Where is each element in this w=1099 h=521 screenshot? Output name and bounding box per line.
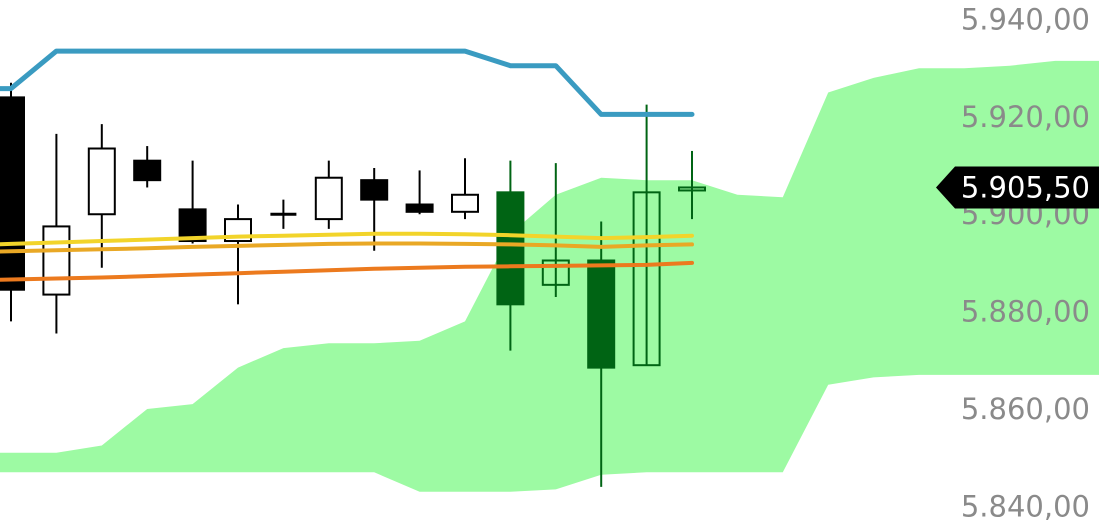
candle	[224, 204, 252, 305]
ma-yellow-line	[0, 231, 694, 247]
candle	[360, 167, 389, 251]
candle	[405, 170, 434, 215]
candle-body	[178, 208, 207, 243]
candle	[133, 146, 162, 188]
y-tick-label: 5.860,00	[961, 392, 1090, 426]
candle	[496, 160, 525, 351]
candle-body	[314, 176, 343, 221]
candle-body	[42, 225, 71, 296]
candle-body	[541, 259, 570, 286]
candle-body	[496, 191, 525, 306]
candle-body	[405, 203, 434, 213]
candle-body	[360, 179, 389, 201]
candle-body	[678, 186, 706, 192]
candle	[451, 158, 479, 220]
candles-layer	[0, 82, 706, 487]
current-price-tag-shape	[936, 166, 1099, 209]
candle	[87, 124, 116, 268]
current-price-label: 5.905,50	[961, 171, 1090, 205]
candle	[632, 104, 661, 367]
y-tick-label: 5.840,00	[961, 489, 1090, 521]
candle-body	[451, 193, 479, 213]
upper-band-line	[0, 48, 695, 117]
ma-orange-line	[0, 260, 694, 282]
candle-body	[87, 147, 116, 216]
y-tick-label: 5.880,00	[961, 295, 1090, 329]
candle	[678, 150, 706, 220]
ma-amber-line	[0, 241, 694, 254]
candle-body	[133, 159, 162, 182]
candle-body	[0, 96, 25, 291]
current-price-tag: 5.905,50	[936, 166, 1099, 209]
candle	[0, 82, 25, 322]
candle	[314, 160, 343, 229]
price-axis: 5.940,005.920,005.900,005.880,005.860,00…	[961, 2, 1090, 521]
candle-body	[632, 191, 661, 367]
candle	[42, 133, 71, 334]
candle	[178, 160, 207, 244]
candle	[270, 199, 297, 229]
candle-body	[587, 259, 616, 369]
y-tick-label: 5.920,00	[961, 100, 1090, 134]
ichimoku-cloud-layer	[0, 60, 1099, 492]
indicator-lines-layer	[0, 48, 695, 282]
cloud-area	[0, 60, 1099, 492]
y-tick-label: 5.940,00	[961, 2, 1090, 36]
candle	[541, 163, 570, 298]
